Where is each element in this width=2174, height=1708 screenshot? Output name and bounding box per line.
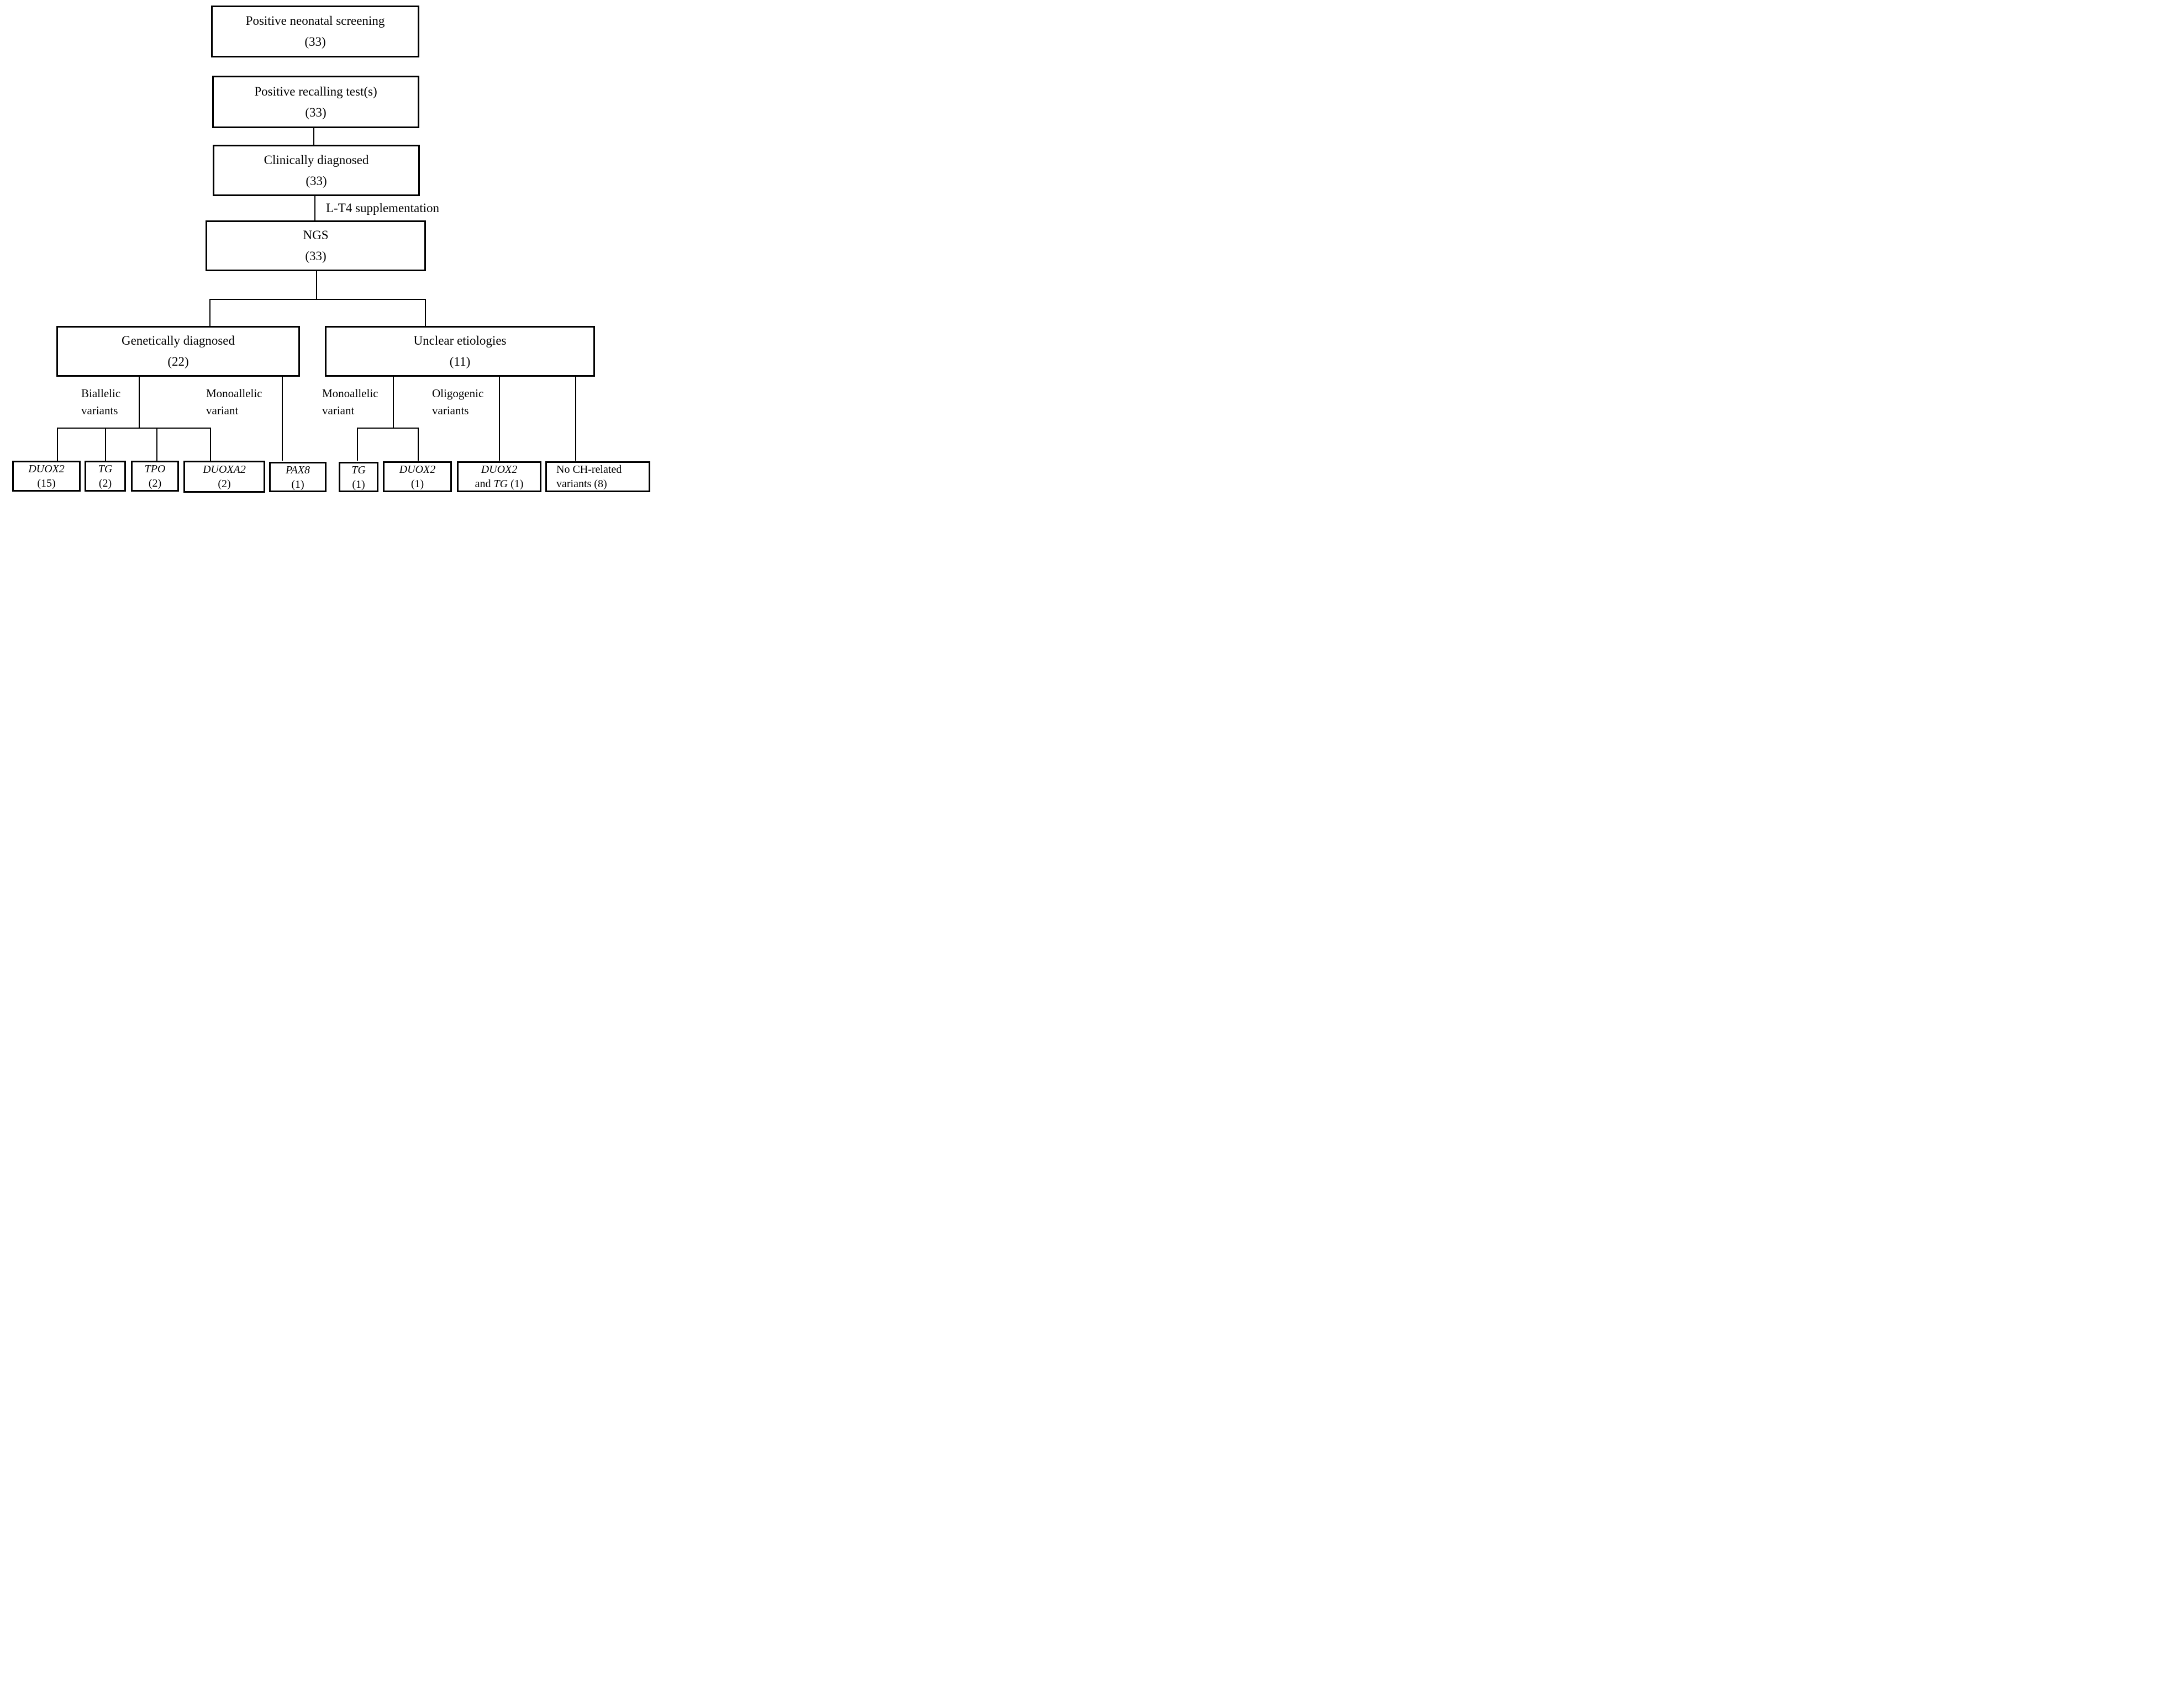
connector-unclear-to-oligogenic <box>499 377 500 461</box>
leaf-count: (15) <box>37 477 56 489</box>
node-positive-neonatal-screening: Positive neonatal screening (33) <box>211 6 419 57</box>
connector-clinical-to-ngs <box>314 196 315 220</box>
connector-genetic-to-pax8 <box>282 377 283 461</box>
gene-label: DUOX2 <box>481 463 518 476</box>
leaf-duoxa2-biallelic: DUOXA2 (2) <box>183 461 265 493</box>
node-label: NGS <box>303 228 329 242</box>
connector-split-to-genetic <box>209 299 210 326</box>
node-label: Genetically diagnosed <box>121 334 235 347</box>
leaf-line2: variants (8) <box>556 478 607 490</box>
leaf-tpo-biallelic: TPO (2) <box>131 461 179 492</box>
node-label: Unclear etiologies <box>413 334 507 347</box>
leaf-pax8-monoallelic: PAX8 (1) <box>269 462 327 492</box>
connector-recalling-to-clinical <box>313 128 314 145</box>
branch-label-monoallelic-variant-left: Monoallelic variant <box>206 387 262 417</box>
connector-split-to-unclear <box>425 299 426 326</box>
connector-drop-duox2-monoallelic <box>418 428 419 461</box>
connector-drop-tpo-biallelic <box>156 428 157 461</box>
connector-drop-tg-monoallelic <box>357 428 358 461</box>
edge-label-lt4-supplementation: L-T4 supplementation <box>326 201 440 215</box>
node-ngs: NGS (33) <box>206 220 426 271</box>
gene-label: DUOX2 <box>399 463 436 476</box>
gene-label: TG <box>351 463 366 476</box>
leaf-duox2-and-tg-oligogenic: DUOX2 and TG (1) <box>457 461 541 492</box>
gene-label: PAX8 <box>285 463 310 476</box>
node-label: Positive neonatal screening <box>245 14 385 28</box>
leaf-duox2-monoallelic: DUOX2 (1) <box>383 461 452 492</box>
connector-drop-duoxa2-biallelic <box>210 428 211 461</box>
node-clinically-diagnosed: Clinically diagnosed (33) <box>213 145 420 196</box>
connector-genetic-to-biallelic-splitter <box>139 377 140 428</box>
leaf-count: (1) <box>410 478 424 490</box>
leaf-count: (1) <box>291 478 304 491</box>
node-count: (33) <box>304 35 326 49</box>
gene-label: TG <box>98 463 113 475</box>
gene-label: DUOXA2 <box>203 463 246 476</box>
connector-ngs-to-split <box>316 271 317 299</box>
node-count: (11) <box>449 355 471 368</box>
connector-split-horizontal <box>209 299 426 300</box>
branch-label-monoallelic-variant-right: Monoallelic variant <box>322 387 378 417</box>
gene-label: TPO <box>144 463 166 475</box>
branch-label-biallelic-variants: Biallelic variants <box>81 387 121 417</box>
node-count: (33) <box>306 173 327 188</box>
leaf-count: (2) <box>148 477 162 489</box>
node-label: Clinically diagnosed <box>264 152 369 167</box>
leaf-line1: No CH-related <box>556 463 622 476</box>
node-genetically-diagnosed: Genetically diagnosed (22) <box>56 326 300 377</box>
node-count: (22) <box>167 355 189 368</box>
leaf-count: (2) <box>98 477 112 489</box>
node-count: (33) <box>305 249 327 263</box>
node-unclear-etiologies: Unclear etiologies (11) <box>325 326 595 377</box>
leaf-count-line: and TG (1) <box>475 478 524 490</box>
connector-drop-duox2-biallelic <box>57 428 58 461</box>
leaf-no-ch-related-variants: No CH-related variants (8) <box>545 461 650 492</box>
node-count: (33) <box>305 105 327 119</box>
leaf-tg-biallelic: TG (2) <box>85 461 126 492</box>
leaf-count: (2) <box>218 478 231 490</box>
connector-unclear-to-no-variants <box>575 377 576 461</box>
gene-label: DUOX2 <box>28 463 65 475</box>
connector-unclear-to-monoallelic-splitter <box>393 377 394 428</box>
leaf-tg-monoallelic: TG (1) <box>339 462 378 492</box>
leaf-count: (1) <box>352 478 365 491</box>
node-label: Positive recalling test(s) <box>254 84 377 98</box>
connector-biallelic-horizontal <box>57 428 211 429</box>
flowchart-canvas: Positive neonatal screening (33) Positiv… <box>0 0 652 513</box>
branch-label-oligogenic-variants: Oligogenic variants <box>432 387 484 417</box>
connector-monoallelic-horizontal <box>357 428 419 429</box>
connector-drop-tg-biallelic <box>105 428 106 461</box>
node-positive-recalling-tests: Positive recalling test(s) (33) <box>212 76 419 128</box>
leaf-duox2-biallelic: DUOX2 (15) <box>12 461 81 492</box>
